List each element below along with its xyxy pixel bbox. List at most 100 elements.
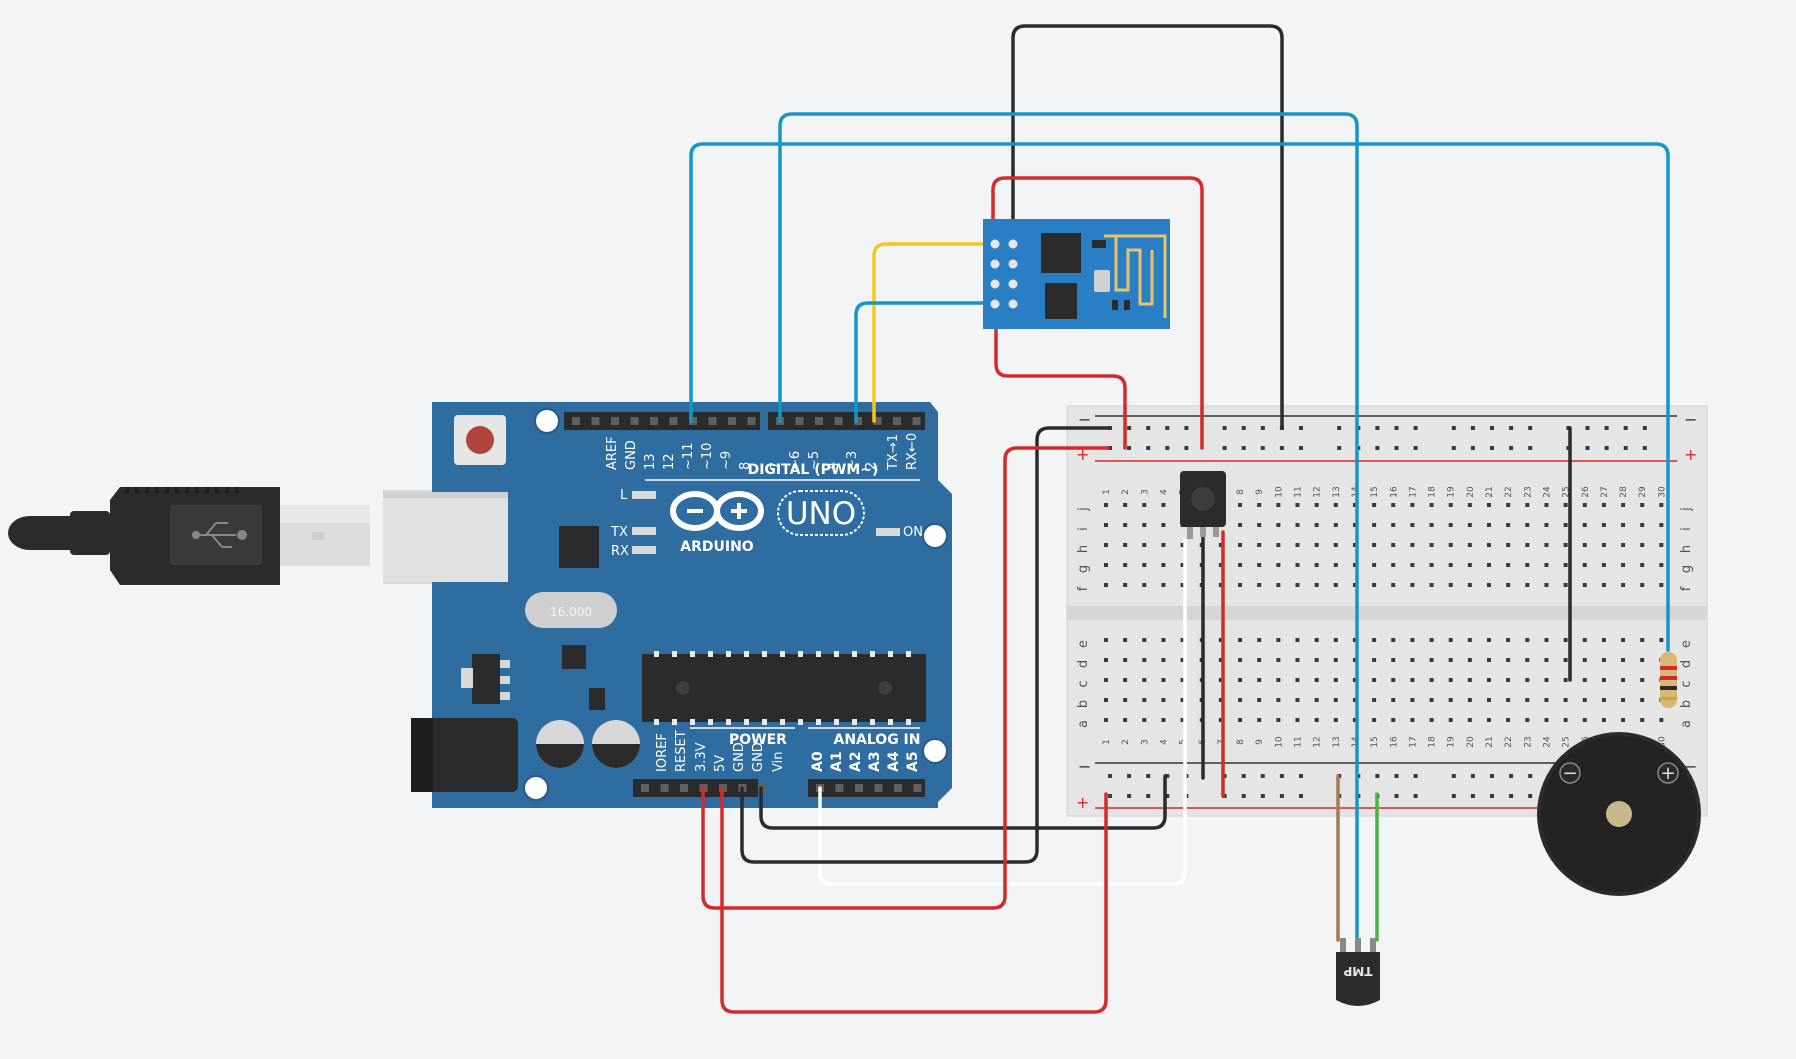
breadboard-row-letter: b: [1679, 700, 1694, 708]
wire-red-esp-ch: [994, 303, 1127, 450]
breadboard-column-number: 10: [1274, 486, 1284, 498]
breadboard-column-number: 12: [1313, 486, 1323, 497]
led-tx-label: TX: [610, 525, 628, 540]
breadboard-column-number: 3: [1140, 489, 1150, 495]
digital-pin-label: 13: [643, 453, 658, 470]
buzzer-plus-label: +: [1660, 763, 1675, 784]
wire-yellow-esp-tx: [872, 242, 987, 423]
analog-header-label: ANALOG IN: [833, 732, 920, 748]
wires: [689, 24, 1670, 1014]
breadboard-row-letter: c: [1076, 680, 1091, 687]
buzzer-minus-label: −: [1562, 763, 1577, 784]
breadboard-row-letter: h: [1679, 545, 1694, 553]
arduino-model: UNO: [786, 496, 856, 532]
breadboard-column-number: 21: [1485, 736, 1495, 747]
breadboard-row-letter: d: [1076, 660, 1091, 668]
usb-cable: [8, 487, 370, 585]
power-pin-label: 3.3V: [694, 742, 709, 772]
breadboard-column-number: 16: [1389, 736, 1399, 748]
wire-red-5v-rail: [720, 786, 1108, 1014]
piezo-buzzer: − +: [1537, 732, 1701, 896]
breadboard-column-number: 23: [1523, 736, 1533, 747]
breadboard-row-letter: e: [1076, 640, 1091, 648]
wire-black-esp-gnd: [1011, 24, 1284, 430]
breadboard-column-number: 24: [1542, 486, 1552, 498]
crystal-label: 16.000: [550, 605, 592, 619]
breadboard-column-number: 18: [1428, 736, 1438, 748]
breadboard-column-number: 4: [1159, 489, 1169, 495]
temperature-sensor: TMP: [1336, 938, 1380, 1006]
digital-pin-label: ~9: [719, 451, 734, 470]
breadboard-row-letter: f: [1679, 586, 1694, 591]
breadboard-column-number: 9: [1255, 489, 1265, 495]
wire-blue-pin11-buzzer: [689, 142, 1670, 652]
digital-pin-label: GND: [624, 440, 639, 470]
arduino-logo-icon: [670, 491, 764, 531]
breadboard-row-letter: j: [1679, 507, 1694, 512]
breadboard-column-number: 19: [1447, 736, 1457, 748]
breadboard-column-number: 3: [1140, 739, 1150, 745]
breadboard-column-number: 8: [1236, 489, 1246, 495]
rail-plus-label: +: [1684, 445, 1697, 464]
digital-pin-label: RX←0: [905, 433, 920, 470]
digital-pin-label: ~10: [700, 443, 715, 470]
resistor: [1660, 652, 1677, 708]
tmp-label: TMP: [1343, 964, 1372, 978]
digital-pin-label: 7: [769, 462, 784, 470]
breadboard-column-number: 2: [1121, 739, 1131, 745]
power-pin-label: Vin: [771, 752, 786, 772]
breadboard-column-number: 9: [1255, 739, 1265, 745]
led-rx-label: RX: [611, 544, 629, 559]
breadboard-row-letter: h: [1076, 545, 1091, 553]
esp01-wifi-module: [983, 219, 1170, 329]
breadboard-column-number: 22: [1504, 736, 1514, 747]
breadboard-column-number: 13: [1332, 486, 1342, 497]
breadboard-row-letter: c: [1679, 680, 1694, 687]
breadboard-row-letter: j: [1076, 507, 1091, 512]
breadboard-column-number: 13: [1332, 736, 1342, 747]
breadboard-column-number: 25: [1562, 486, 1572, 497]
breadboard-column-number: 27: [1600, 486, 1610, 497]
breadboard-column-number: 2: [1121, 489, 1131, 495]
breadboard-column-number: 11: [1294, 486, 1304, 497]
digital-header-label: DIGITAL (PWM~): [748, 462, 879, 478]
rail-minus-label: −: [1078, 757, 1091, 776]
breadboard-row-letter: e: [1679, 640, 1694, 648]
wire-blue-esp-rx: [854, 301, 987, 423]
breadboard-row-letter: a: [1076, 720, 1091, 728]
analog-pin-label: A3: [867, 751, 883, 772]
rail-plus-label: +: [1076, 793, 1089, 812]
analog-pin-label: A1: [829, 751, 845, 772]
arduino-uno-board: 16.000 L TX RX ON ARD: [383, 402, 952, 808]
breadboard-row-letter: b: [1076, 700, 1091, 708]
led-l-label: L: [620, 488, 628, 503]
breadboard-row-letter: a: [1679, 720, 1694, 728]
analog-pin-label: A2: [848, 751, 864, 772]
breadboard-column-number: 10: [1274, 736, 1284, 748]
breadboard-column-number: 15: [1370, 736, 1380, 747]
breadboard-column-number: 20: [1466, 486, 1476, 498]
breadboard-column-number: 20: [1466, 736, 1476, 748]
wire-red-esp-vcc: [991, 176, 1204, 450]
breadboard-column-number: 17: [1408, 486, 1418, 497]
digital-pin-label: 12: [662, 453, 677, 470]
breadboard-column-number: 21: [1485, 486, 1495, 497]
power-pin-label: 5V: [713, 755, 728, 772]
analog-pin-label: A5: [905, 751, 921, 772]
breadboard-column-number: 17: [1408, 736, 1418, 747]
analog-pin-label: A0: [810, 751, 826, 772]
digital-pin-label: ~5: [807, 451, 822, 470]
breadboard-row-letter: f: [1076, 586, 1091, 591]
breadboard-column-number: 24: [1542, 736, 1552, 748]
breadboard-column-number: 1: [1102, 489, 1112, 495]
wire-red-3v3-rail: [701, 446, 1110, 910]
breadboard-column-number: 30: [1657, 736, 1667, 748]
power-pin-label: IOREF: [655, 733, 670, 772]
breadboard-row-letter: g: [1076, 565, 1091, 573]
digital-pin-label: ~3: [845, 451, 860, 470]
breadboard-column-number: 26: [1581, 486, 1591, 498]
breadboard-column-number: 25: [1562, 736, 1572, 747]
breadboard-column-number: 4: [1159, 739, 1169, 745]
wire-black-gnd-rail2: [759, 774, 1167, 830]
